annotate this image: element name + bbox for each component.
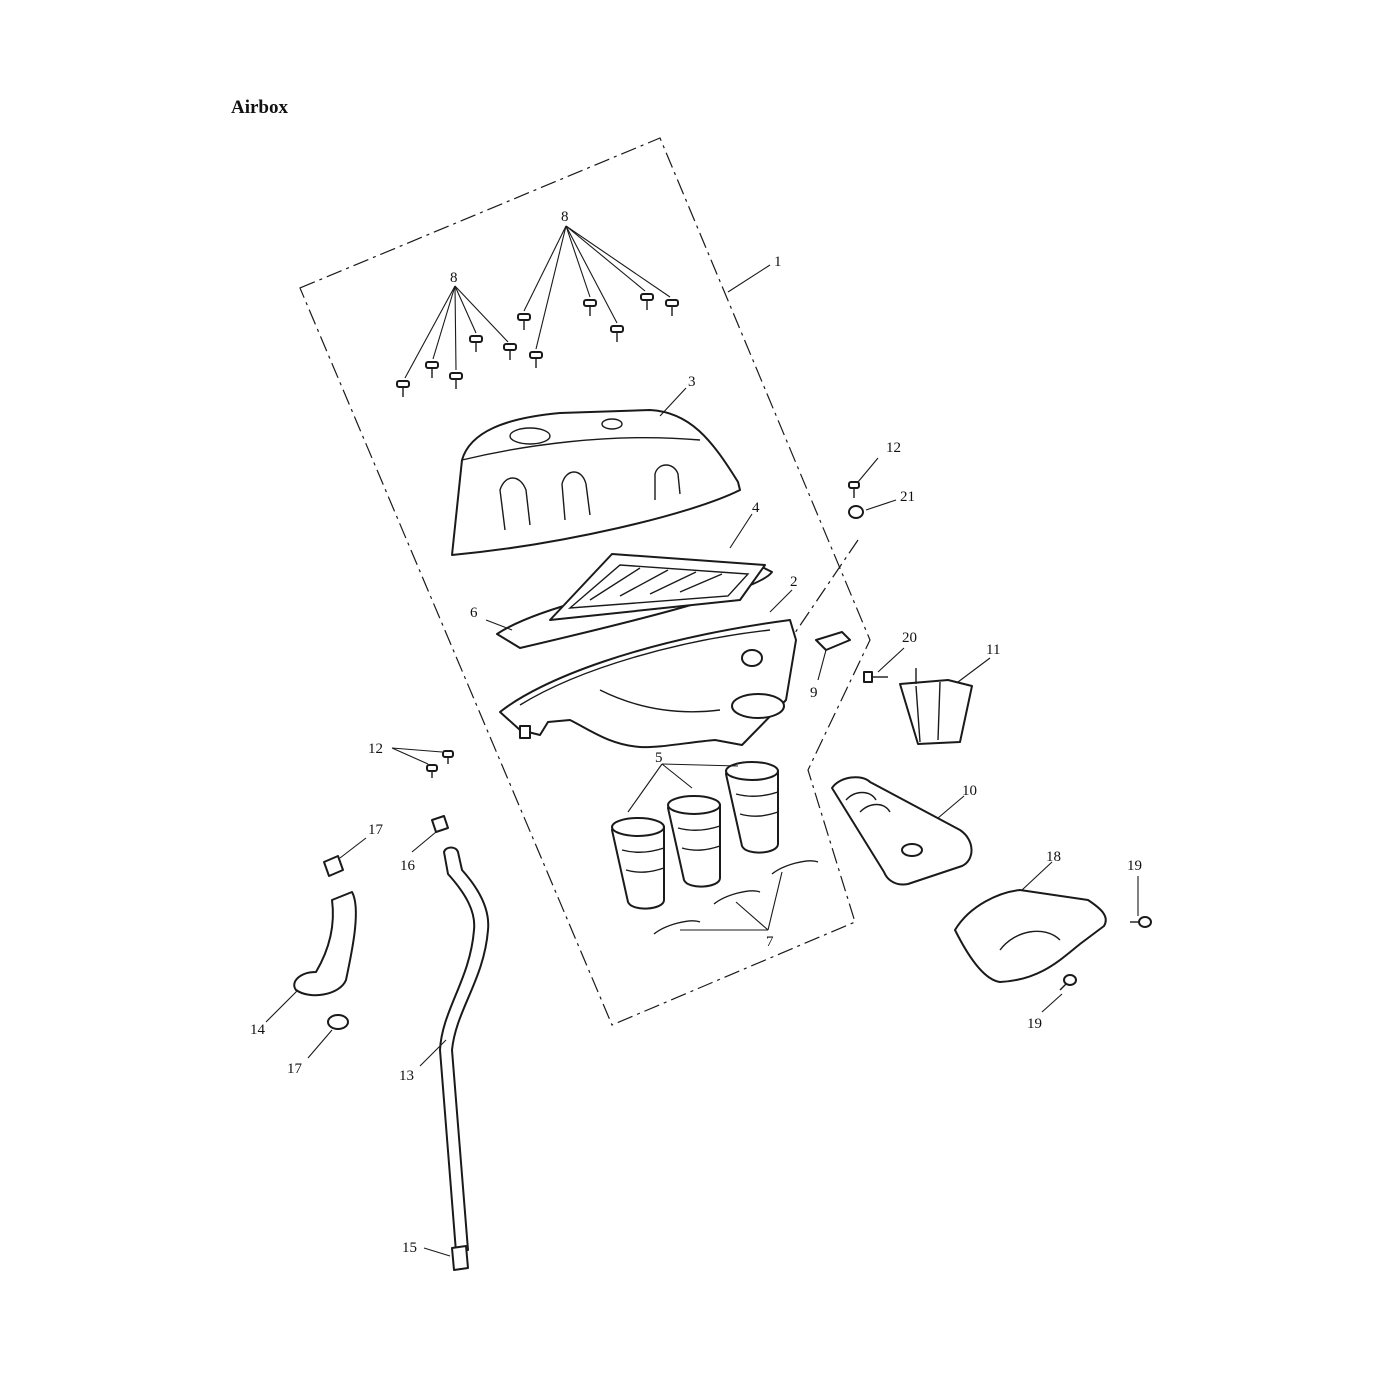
callout-13: 13 bbox=[399, 1068, 414, 1084]
mounting-bracket-11 bbox=[899, 668, 973, 745]
callout-3: 3 bbox=[688, 374, 696, 390]
callout-12-top: 12 bbox=[886, 440, 901, 456]
mount-dash-link bbox=[781, 539, 859, 653]
callout-17-bottom: 17 bbox=[287, 1061, 303, 1077]
airbox-lower bbox=[499, 619, 797, 749]
callout-14: 14 bbox=[250, 1022, 266, 1038]
callout-20: 20 bbox=[902, 630, 917, 646]
bolt-20 bbox=[863, 671, 888, 683]
callout-11: 11 bbox=[986, 642, 1000, 658]
cap-17-bottom bbox=[327, 1014, 349, 1030]
callout-17-top: 17 bbox=[368, 822, 384, 838]
callout-2: 2 bbox=[790, 574, 798, 590]
callout-7: 7 bbox=[766, 934, 774, 950]
screw-19-b bbox=[1059, 974, 1077, 991]
callout-21: 21 bbox=[900, 489, 915, 505]
callout-18: 18 bbox=[1046, 849, 1061, 865]
washer-21 bbox=[848, 505, 864, 519]
cap-16 bbox=[431, 815, 449, 833]
screw-12-left-b bbox=[442, 750, 454, 764]
screw-12-top bbox=[848, 481, 860, 498]
callout-8-right: 8 bbox=[561, 209, 569, 225]
airbox-lid bbox=[451, 409, 741, 556]
cap-15 bbox=[451, 1245, 469, 1271]
callout-labels: 1 2 3 4 5 6 7 8 8 9 10 11 12 12 13 14 15… bbox=[250, 209, 1142, 1256]
callout-15: 15 bbox=[402, 1240, 417, 1256]
cap-17-top bbox=[323, 855, 344, 877]
callout-8-left: 8 bbox=[450, 270, 458, 286]
callout-12-left: 12 bbox=[368, 741, 383, 757]
intake-trumpets bbox=[611, 761, 779, 910]
callout-4: 4 bbox=[752, 500, 760, 516]
callout-19-bottom: 19 bbox=[1027, 1016, 1042, 1032]
callout-9: 9 bbox=[810, 685, 818, 701]
tube-13 bbox=[439, 846, 490, 1253]
screw-19-a bbox=[1130, 916, 1152, 928]
callout-5: 5 bbox=[655, 750, 663, 766]
screw-12-left-a bbox=[426, 764, 438, 778]
callout-6: 6 bbox=[470, 605, 478, 621]
air-filter-element bbox=[549, 553, 766, 621]
callout-19-right: 19 bbox=[1127, 858, 1142, 874]
screw-group-left bbox=[396, 285, 517, 397]
breather-plug bbox=[815, 631, 851, 651]
page-title: Airbox bbox=[231, 97, 288, 118]
screw-group-right bbox=[517, 225, 679, 368]
trumpet-seals bbox=[653, 860, 819, 935]
callout-1: 1 bbox=[774, 254, 782, 270]
callout-16: 16 bbox=[400, 858, 416, 874]
assembly-boundary bbox=[299, 137, 871, 1026]
intake-snorkel-18 bbox=[954, 889, 1107, 983]
callout-10: 10 bbox=[962, 783, 977, 799]
intake-duct-10 bbox=[831, 776, 973, 886]
hose-14 bbox=[293, 891, 357, 997]
